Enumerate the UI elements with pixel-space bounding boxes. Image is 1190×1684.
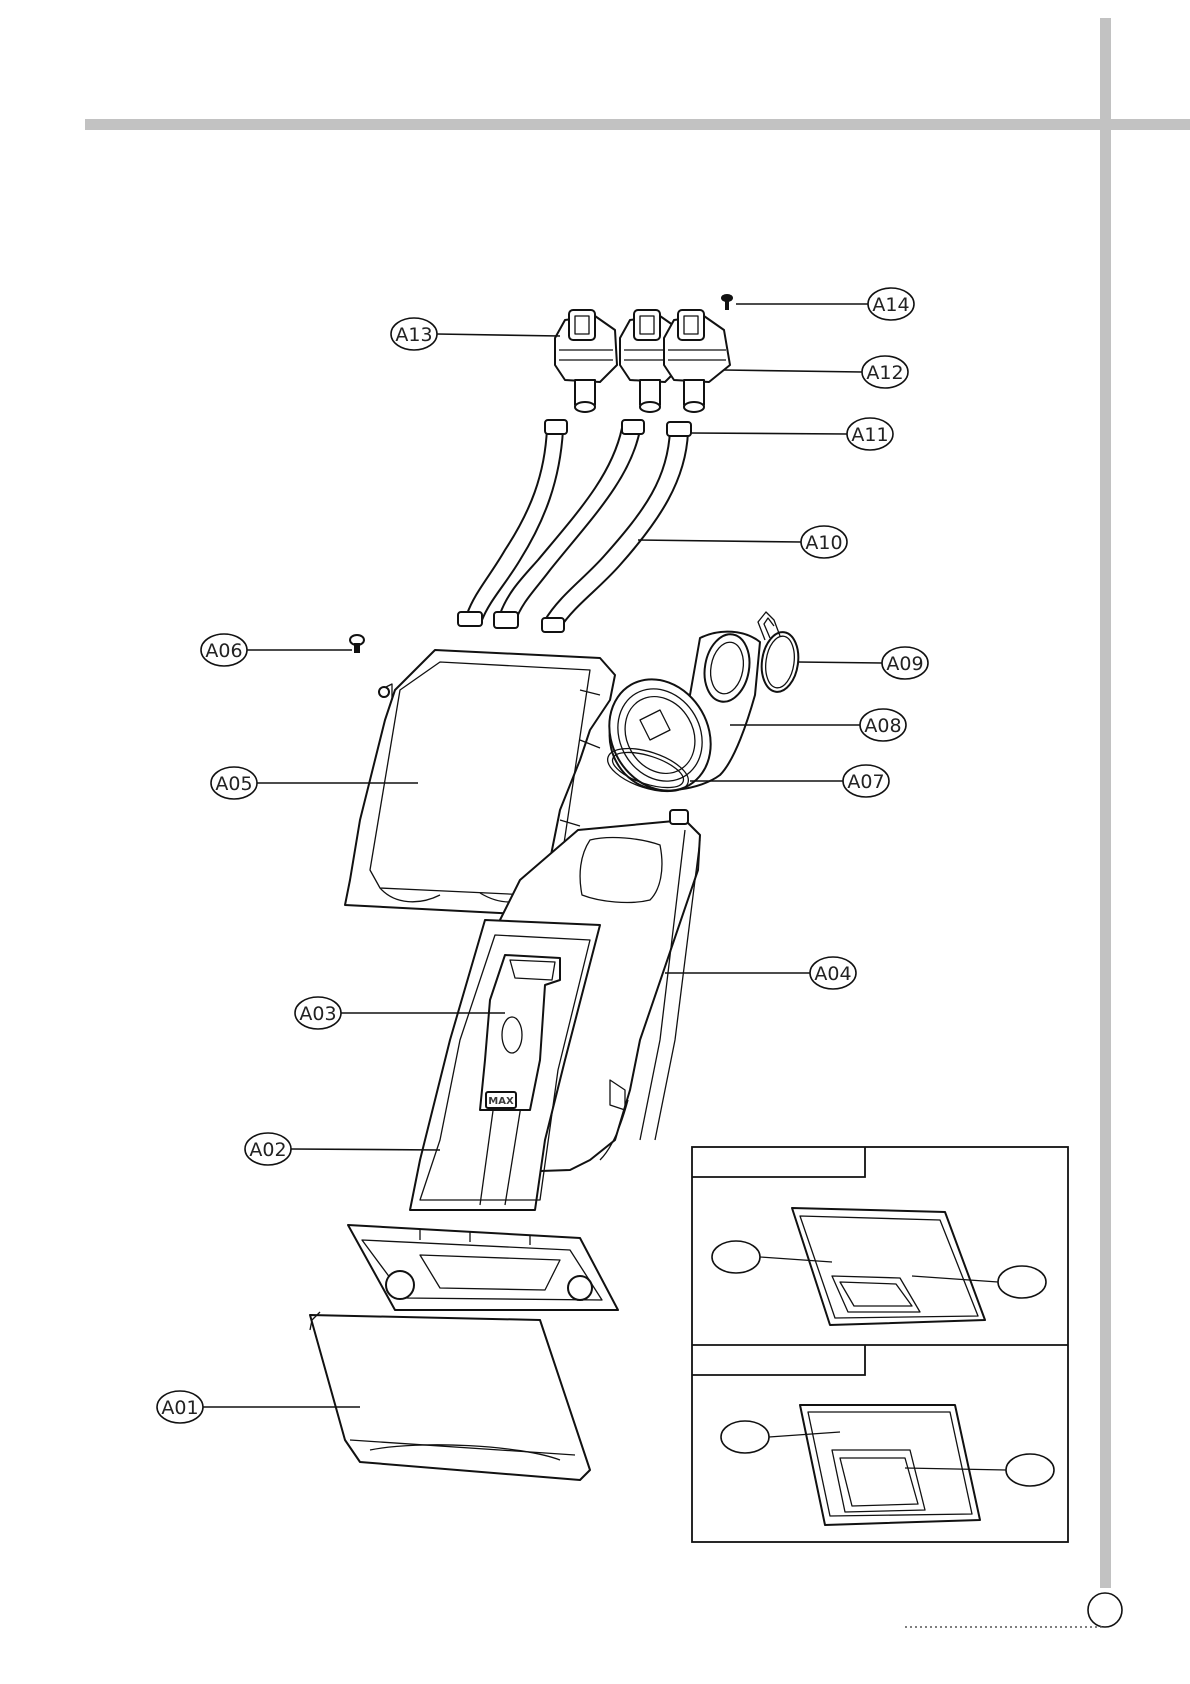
bellows-hose-a08 [589, 631, 760, 810]
inset-callout-bottom-right [1006, 1454, 1054, 1486]
screw-a14 [721, 294, 733, 310]
hoses-and-clamps [458, 420, 691, 632]
page-frame [85, 18, 1190, 1627]
label-a10: A10 [805, 532, 842, 554]
water-valve-assembly [555, 310, 730, 412]
inset-tab-top [692, 1147, 865, 1177]
hose-clamp-a09 [758, 612, 802, 694]
top-rule [85, 119, 1190, 130]
label-a08: A08 [864, 715, 901, 737]
label-a13: A13 [395, 324, 432, 346]
label-a07: A07 [847, 771, 884, 793]
inset-callout-top-left [712, 1241, 760, 1273]
right-rule [1100, 18, 1111, 1588]
drawer-panel-a01 [310, 1312, 590, 1480]
page-number-circle [1088, 1593, 1122, 1627]
label-a02: A02 [249, 1139, 286, 1161]
label-a04: A04 [814, 963, 851, 985]
inset-detail-boxes [692, 1147, 1068, 1542]
label-a11: A11 [851, 424, 888, 446]
screw-a06 [350, 635, 364, 653]
handle-detail-top [792, 1208, 985, 1325]
handle-detail-bottom [800, 1405, 980, 1525]
label-a09: A09 [886, 653, 923, 675]
label-a03: A03 [299, 1003, 336, 1025]
inset-callout-top-right [998, 1266, 1046, 1298]
label-a01: A01 [161, 1397, 198, 1419]
label-a14: A14 [872, 294, 909, 316]
inset-callout-bottom-left [721, 1421, 769, 1453]
label-a06: A06 [205, 640, 242, 662]
detergent-max-mark: MAX [488, 1096, 514, 1107]
inset-tab-bottom [692, 1345, 865, 1375]
label-a12: A12 [866, 362, 903, 384]
label-a05: A05 [215, 773, 252, 795]
